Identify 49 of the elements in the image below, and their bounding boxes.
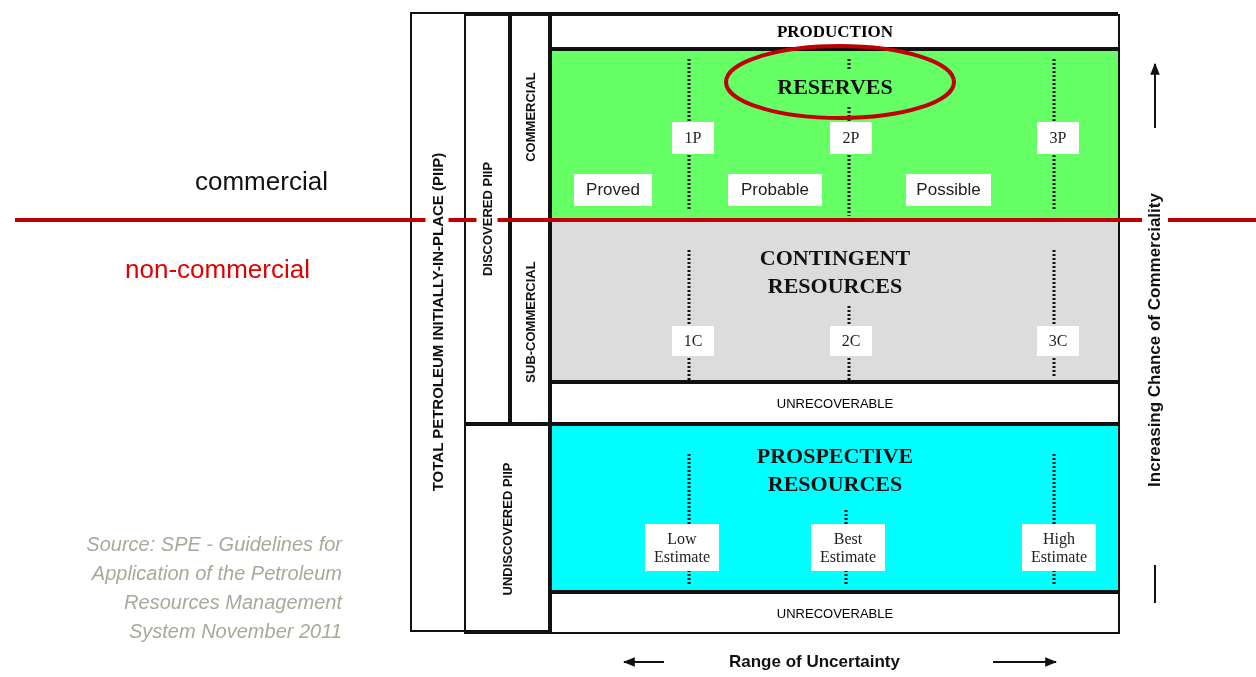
axis-label: Range of Uncertainty xyxy=(729,652,900,672)
side-label: non-commercial xyxy=(125,254,310,285)
label-tag xyxy=(574,174,652,206)
category-label: Probable xyxy=(740,181,810,199)
label-tag xyxy=(1022,524,1096,571)
label-tag xyxy=(1037,326,1079,356)
category-column xyxy=(510,220,550,424)
category-column xyxy=(510,14,550,220)
label-tag xyxy=(811,524,885,571)
band-heading: UNRECOVERABLE xyxy=(775,605,895,621)
category-label: High Estimate xyxy=(1030,529,1088,566)
category-column xyxy=(464,424,550,634)
band-title: CONTINGENT RESOURCES xyxy=(758,244,912,300)
band-heading: PRODUCTION xyxy=(775,21,895,42)
category-label: Best Estimate xyxy=(819,529,877,566)
band-title: PROSPECTIVE RESOURCES xyxy=(755,442,915,498)
vertical-heading: TOTAL PETROLEUM INITIALLY-IN-PLACE (PIIP) xyxy=(428,152,446,492)
category-label: 2P xyxy=(842,129,860,147)
label-tag xyxy=(906,174,991,206)
side-label: commercial xyxy=(195,166,328,197)
axis-label: Increasing Chance of Commerciality xyxy=(1145,193,1165,487)
category-label: Possible xyxy=(916,181,981,199)
category-label: 1P xyxy=(684,129,702,147)
category-label: Proved xyxy=(586,181,640,199)
vertical-heading: DISCOVERED PIIP xyxy=(479,161,495,277)
label-tag xyxy=(830,326,872,356)
category-label: 3C xyxy=(1048,332,1068,350)
band-heading: UNRECOVERABLE xyxy=(775,395,895,411)
vertical-heading: UNDISCOVERED PIIP xyxy=(499,462,515,596)
label-tag xyxy=(672,326,714,356)
category-band xyxy=(550,592,1120,634)
category-label: 2C xyxy=(841,332,861,350)
category-column xyxy=(464,14,510,424)
vertical-heading: COMMERCIAL xyxy=(522,72,538,162)
label-tag xyxy=(645,524,719,571)
category-band xyxy=(550,14,1120,49)
label-tag xyxy=(1037,122,1079,154)
label-tag xyxy=(672,122,714,154)
source-note: Source: SPE - Guidelines for Application of the Petroleum Resources Management System November 2011 xyxy=(85,532,342,644)
label-tag xyxy=(728,174,822,206)
category-band xyxy=(550,382,1120,424)
band-title: RESERVES xyxy=(776,73,894,101)
label-tag xyxy=(830,122,872,154)
resource-band xyxy=(550,424,1120,592)
classification-frame xyxy=(410,12,1118,632)
category-label: Low Estimate xyxy=(653,529,711,566)
category-label: 3P xyxy=(1049,129,1067,147)
category-label: 1C xyxy=(683,332,703,350)
vertical-heading: SUB-COMMERCIAL xyxy=(522,261,538,383)
